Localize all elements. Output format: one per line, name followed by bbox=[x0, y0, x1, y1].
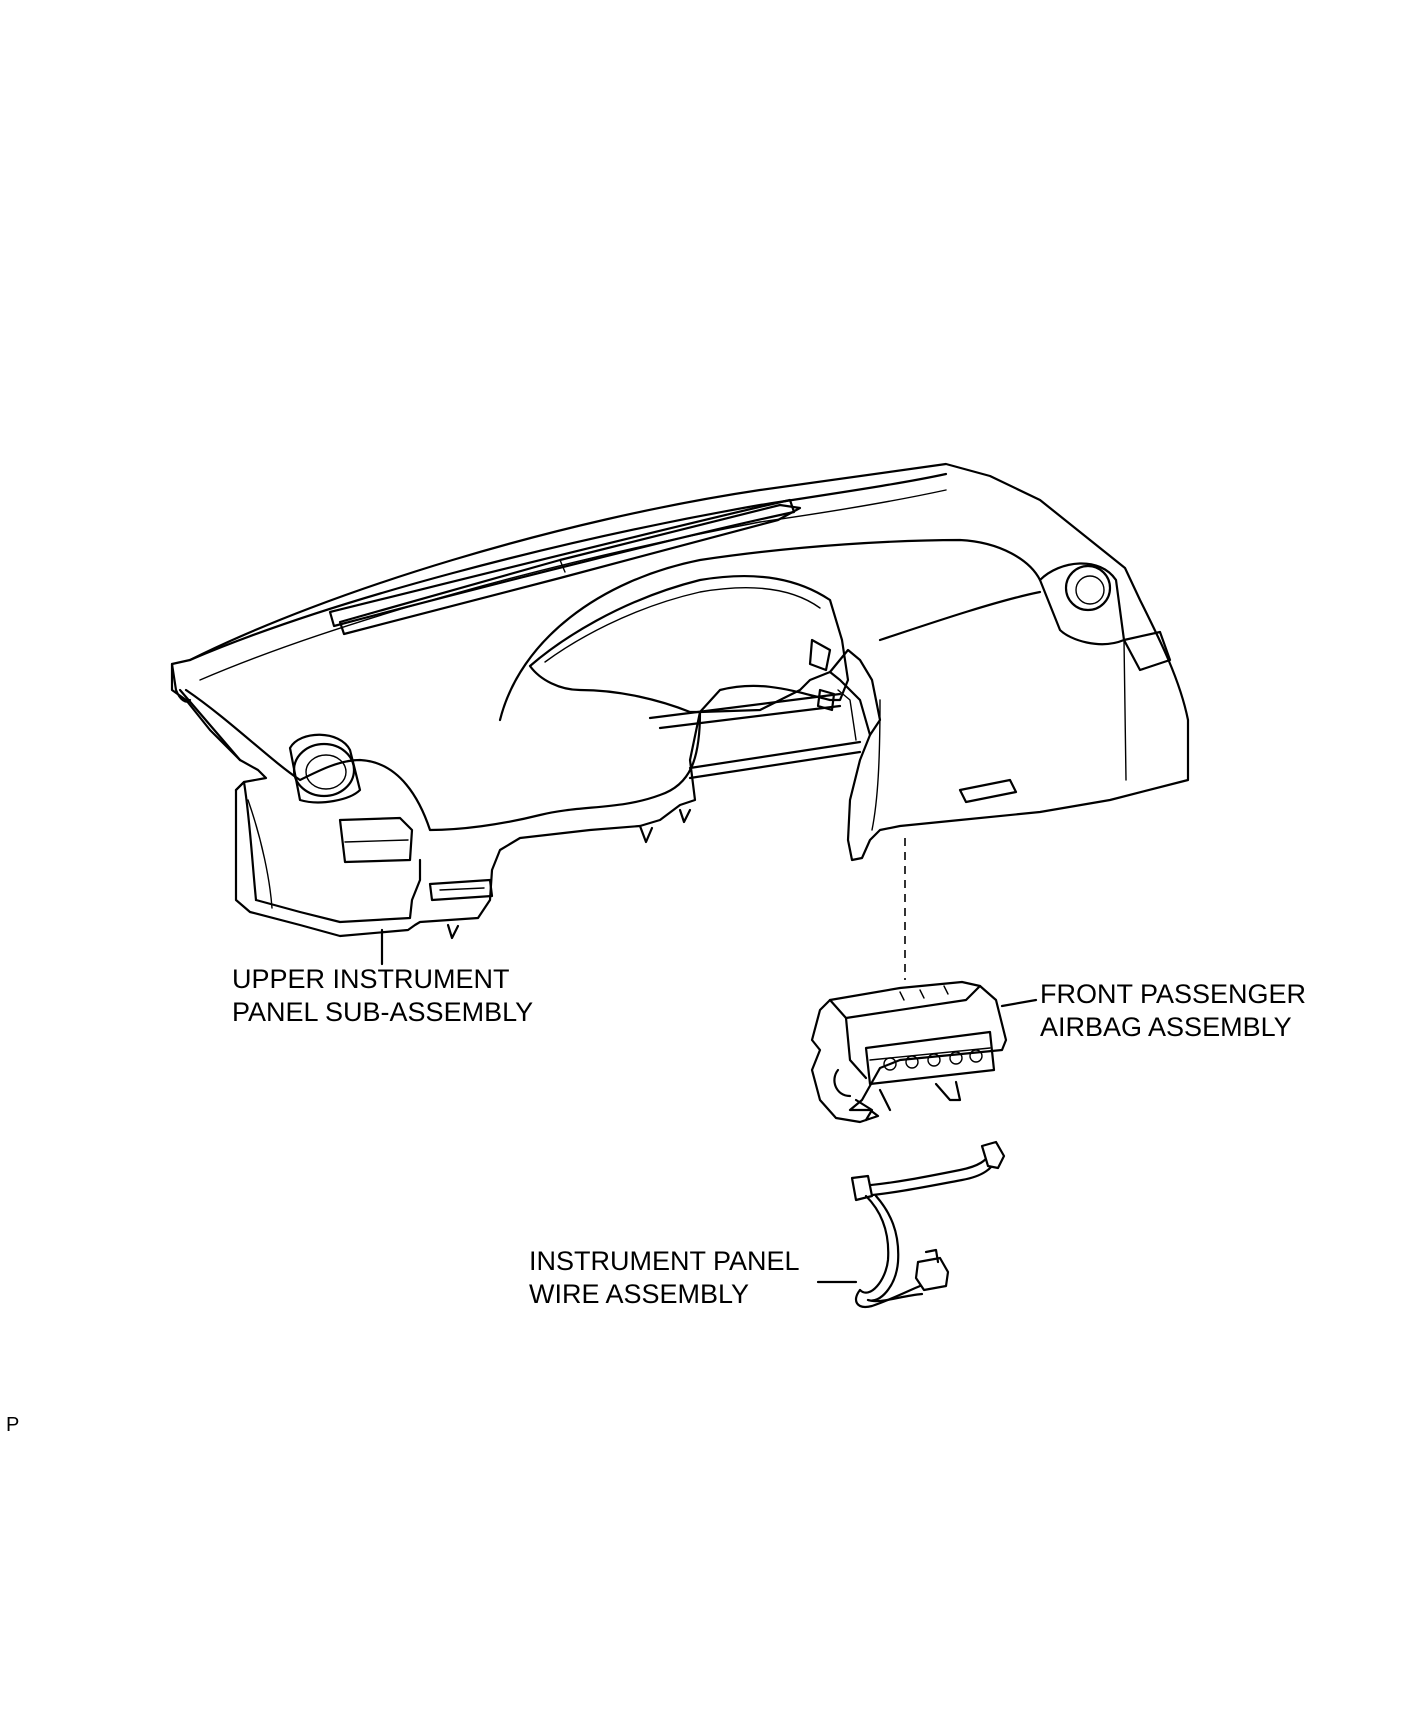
label-front-passenger-airbag: FRONT PASSENGER AIRBAG ASSEMBLY bbox=[1040, 978, 1306, 1044]
label-front-passenger-airbag-line1: FRONT PASSENGER bbox=[1040, 979, 1307, 1009]
front-passenger-airbag-drawing bbox=[810, 980, 1008, 1124]
label-upper-instrument-panel-line1: UPPER INSTRUMENT bbox=[232, 964, 510, 994]
label-front-passenger-airbag-line2: AIRBAG ASSEMBLY bbox=[1040, 1012, 1292, 1042]
instrument-panel-wire-drawing bbox=[850, 1140, 1006, 1308]
label-upper-instrument-panel: UPPER INSTRUMENT PANEL SUB-ASSEMBLY bbox=[232, 963, 533, 1029]
leader-airbag bbox=[1000, 998, 1038, 1008]
upper-instrument-panel-drawing bbox=[170, 462, 1190, 940]
label-instrument-panel-wire-line1: INSTRUMENT PANEL bbox=[529, 1246, 800, 1276]
diagram-code: P bbox=[6, 1414, 20, 1436]
label-instrument-panel-wire: INSTRUMENT PANEL WIRE ASSEMBLY bbox=[529, 1245, 800, 1311]
label-upper-instrument-panel-line2: PANEL SUB-ASSEMBLY bbox=[232, 997, 534, 1027]
label-instrument-panel-wire-line2: WIRE ASSEMBLY bbox=[529, 1279, 750, 1309]
